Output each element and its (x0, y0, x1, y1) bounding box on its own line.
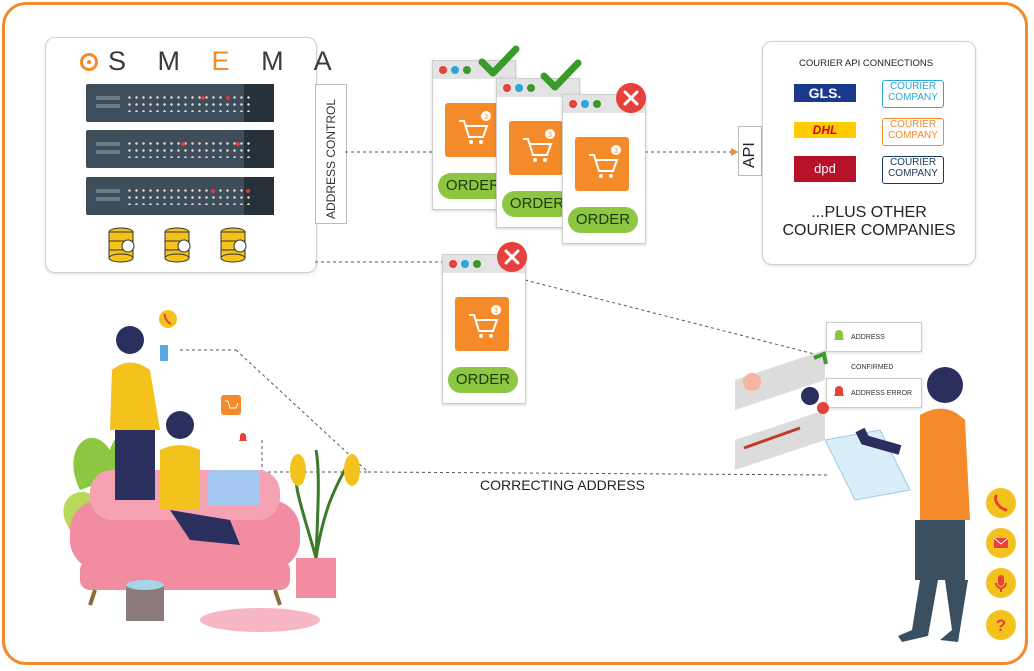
logo-text-e: E (211, 46, 242, 76)
phone-notification-icon (159, 310, 177, 328)
logo-text-start: S M (108, 46, 193, 76)
courier-panel (762, 41, 976, 265)
address-confirmed-notification: ADDRESS CONFIRMED (826, 322, 922, 371)
question-icon: ? (986, 610, 1016, 640)
address-control-box (315, 84, 347, 224)
logo-mark-icon (80, 53, 98, 71)
correcting-address-label: CORRECTING ADDRESS (480, 477, 645, 493)
database-icon (220, 227, 247, 263)
svg-text:3: 3 (484, 114, 488, 121)
cart-notification-icon (221, 395, 241, 415)
phone-icon (986, 488, 1016, 518)
osmema-logo: S M E M A (80, 46, 344, 77)
support-agent-illustration (735, 350, 970, 642)
database-icon (164, 227, 191, 263)
svg-text:?: ? (996, 616, 1006, 635)
order-window: 3 ORDER (442, 254, 526, 404)
other-couriers-line1: ...PLUS OTHER (811, 204, 927, 221)
other-couriers-line2: COURIER COMPANIES (782, 222, 956, 239)
server-rack-2 (86, 130, 274, 168)
shopping-cart-icon: 3 (455, 297, 509, 351)
courier-company-box: COURIER COMPANY (882, 80, 944, 108)
dhl-logo: DHL (794, 122, 856, 138)
server-rack-3 (86, 177, 274, 215)
check-icon (478, 45, 520, 77)
logo-text-end: M A (261, 46, 344, 76)
check-icon (540, 59, 582, 91)
svg-text:3: 3 (494, 308, 498, 315)
gls-logo: GLS. (794, 84, 856, 102)
microphone-icon (986, 568, 1016, 598)
bell-notification-icon (239, 433, 247, 441)
shopping-cart-icon: 3 (445, 103, 499, 157)
dpd-logo: dpd (794, 156, 856, 182)
api-label: API (741, 142, 758, 168)
api-box (738, 126, 762, 176)
shopping-cart-icon: 3 (575, 137, 629, 191)
courier-company-box: COURIER COMPANY (882, 156, 944, 184)
courier-panel-title: COURIER API CONNECTIONS (799, 58, 934, 69)
order-label: ORDER (568, 207, 638, 233)
bell-icon (834, 386, 844, 396)
order-window: 3 ORDER (496, 78, 580, 228)
svg-text:3: 3 (614, 148, 618, 155)
bell-icon (834, 330, 844, 340)
shopping-cart-icon: 3 (509, 121, 563, 175)
customers-illustration (63, 326, 360, 632)
error-x-icon (497, 242, 527, 272)
order-label: ORDER (502, 191, 572, 217)
error-x-icon (616, 83, 646, 113)
svg-text:3: 3 (548, 132, 552, 139)
server-rack-1 (86, 84, 274, 122)
courier-company-box: COURIER COMPANY (882, 118, 944, 146)
database-icon (108, 227, 135, 263)
address-confirmed-text: ADDRESS CONFIRMED (851, 334, 894, 371)
address-error-text: ADDRESS ERROR (851, 390, 913, 397)
email-icon (986, 528, 1016, 558)
order-window: 3 ORDER (562, 94, 646, 244)
order-label: ORDER (448, 367, 518, 393)
